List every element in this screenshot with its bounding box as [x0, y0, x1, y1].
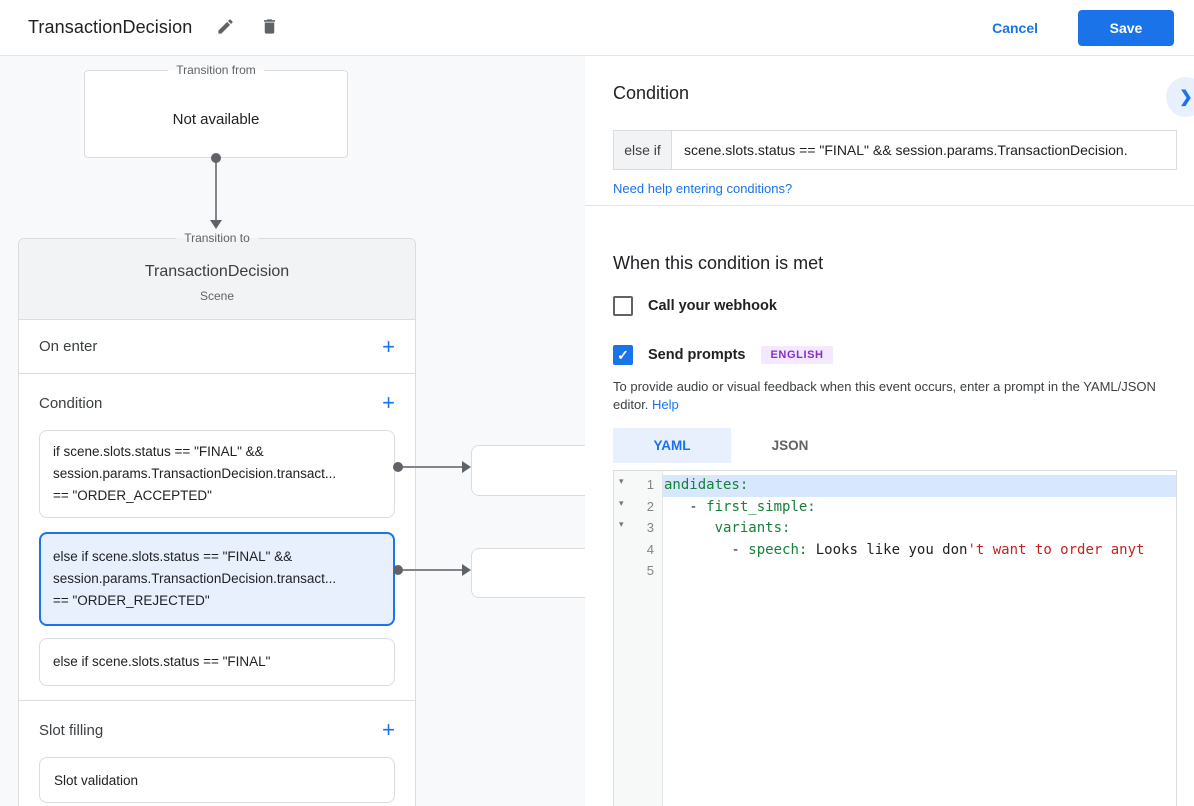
editor-format-tabs: YAML JSON [613, 428, 849, 463]
line-number: 1 [646, 477, 654, 492]
call-webhook-label: Call your webhook [648, 298, 777, 314]
connector-arrowhead-icon [462, 461, 471, 473]
code-line: variants: [714, 520, 791, 536]
slot-filling-label: Slot filling [39, 721, 104, 739]
prompt-code-editor[interactable]: ▾ 1 ▾ 2 ▾ 3 4 5 andidates: [613, 470, 1177, 806]
connector-dot [211, 153, 221, 163]
collapse-panel-button[interactable]: ❯ [1166, 77, 1194, 117]
connector-arrowhead-icon [462, 564, 471, 576]
connector-arrowhead-icon [210, 220, 222, 229]
slot-filling-section: Slot filling + Slot validation [19, 701, 415, 806]
flow-canvas: Transition from Not available Transition… [0, 56, 585, 806]
editor-help-note: To provide audio or visual feedback when… [613, 379, 1156, 412]
condition-card-final[interactable]: else if scene.slots.status == "FINAL" [39, 638, 395, 686]
cancel-button[interactable]: Cancel [992, 19, 1038, 36]
code-line: - speech: Looks like you don't want to o… [664, 541, 1145, 558]
edit-button[interactable] [214, 17, 236, 39]
connector-line [215, 158, 217, 220]
add-condition-button[interactable]: + [382, 390, 395, 415]
transition-target-node[interactable] [471, 548, 585, 598]
add-slot-button[interactable]: + [382, 717, 395, 742]
on-enter-label: On enter [39, 338, 98, 355]
top-bar: TransactionDecision Cancel Save [0, 0, 1194, 56]
webhook-row: Call your webhook [613, 296, 777, 316]
when-condition-heading: When this condition is met [613, 253, 824, 273]
send-prompts-label: Send prompts [648, 347, 746, 363]
add-on-enter-button[interactable]: + [382, 333, 395, 359]
transition-from-node: Transition from Not available [84, 63, 348, 158]
transition-from-legend: Transition from [168, 63, 264, 77]
condition-card-order-accepted[interactable]: if scene.slots.status == "FINAL" && sess… [39, 430, 395, 518]
line-number: 4 [646, 541, 654, 557]
section-divider [585, 205, 1194, 206]
condition-prefix-label: else if [613, 130, 672, 170]
transition-target-node[interactable] [471, 445, 585, 496]
condition-expression-row: else if [613, 130, 1177, 170]
send-prompts-row: ✓ Send prompts ENGLISH [613, 345, 833, 365]
connector-line [398, 569, 466, 571]
scene-type-label: Scene [199, 289, 235, 303]
scene-node-header: TransactionDecision Scene [19, 239, 415, 320]
code-line [663, 561, 1176, 583]
language-badge: ENGLISH [761, 346, 833, 364]
slot-validation-card[interactable]: Slot validation [39, 757, 395, 803]
transition-from-value: Not available [172, 111, 260, 128]
scene-name: TransactionDecision [144, 263, 290, 280]
code-line: - first_simple: [664, 498, 816, 515]
line-number: 3 [646, 520, 654, 535]
save-button[interactable]: Save [1078, 9, 1174, 46]
scene-node: Transition to TransactionDecision Scene … [18, 231, 416, 806]
chevron-right-icon: ❯ [1179, 89, 1193, 106]
delete-button[interactable] [258, 17, 280, 39]
condition-detail-panel: Condition ❯ else if Need help entering c… [585, 56, 1194, 806]
send-prompts-checkbox[interactable]: ✓ [613, 345, 633, 365]
pencil-icon [216, 17, 235, 39]
tab-yaml[interactable]: YAML [613, 428, 731, 463]
connector-dot [393, 462, 403, 472]
on-enter-section: On enter + [19, 320, 415, 374]
tab-json[interactable]: JSON [771, 438, 809, 453]
editor-code-area[interactable]: andidates: - first_simple: variants: - s… [663, 471, 1176, 806]
page-title: TransactionDecision [28, 17, 193, 37]
condition-section: Condition + if scene.slots.status == "FI… [19, 374, 415, 701]
condition-help-link[interactable]: Need help entering conditions? [613, 181, 793, 196]
condition-section-label: Condition [39, 394, 103, 412]
condition-heading: Condition [613, 83, 690, 103]
condition-card-order-rejected[interactable]: else if scene.slots.status == "FINAL" &&… [39, 532, 395, 626]
editor-gutter: ▾ 1 ▾ 2 ▾ 3 4 5 [614, 471, 663, 806]
line-number: 2 [646, 498, 654, 514]
line-number: 5 [646, 563, 654, 578]
fold-arrow-icon[interactable]: ▾ [619, 476, 624, 486]
checkmark-icon: ✓ [617, 347, 629, 363]
fold-arrow-icon[interactable]: ▾ [619, 519, 624, 529]
connector-line [398, 466, 466, 468]
code-line: andidates: [663, 475, 1176, 497]
condition-expression-input[interactable] [672, 130, 1177, 170]
connector-dot [393, 565, 403, 575]
trash-icon [260, 17, 279, 39]
call-webhook-checkbox[interactable] [613, 296, 633, 316]
transition-to-legend: Transition to [176, 231, 258, 245]
help-link[interactable]: Help [652, 396, 679, 412]
fold-arrow-icon[interactable]: ▾ [619, 497, 624, 508]
